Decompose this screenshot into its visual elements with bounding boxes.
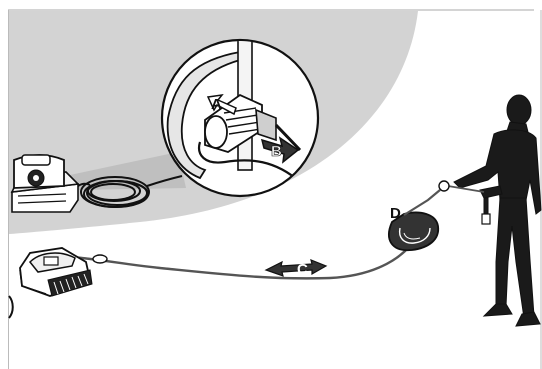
callout-a-arrow <box>206 93 237 116</box>
edge-mark <box>8 295 14 319</box>
pool-cleaner-robot-icon <box>19 247 93 297</box>
zoom-beam <box>70 152 186 190</box>
floating-cable <box>57 247 409 280</box>
callout-d-label: D <box>390 205 401 222</box>
callout-c-arrow <box>264 259 328 277</box>
held-cable-segment <box>447 185 485 193</box>
coiled-cable-icon <box>77 175 183 208</box>
person-silhouette-icon <box>453 94 542 327</box>
hand-coil-icon <box>388 189 441 252</box>
magnifier-inset-icon <box>160 38 320 198</box>
cable-swivel-icon <box>92 254 108 264</box>
callout-a-label: A <box>211 96 222 113</box>
hand-swivel-icon <box>438 180 450 192</box>
callout-b-arrow <box>260 136 300 164</box>
callout-b-label: B <box>271 143 282 160</box>
power-supply-unit-icon <box>10 154 80 213</box>
callout-c-label: C <box>297 261 308 278</box>
